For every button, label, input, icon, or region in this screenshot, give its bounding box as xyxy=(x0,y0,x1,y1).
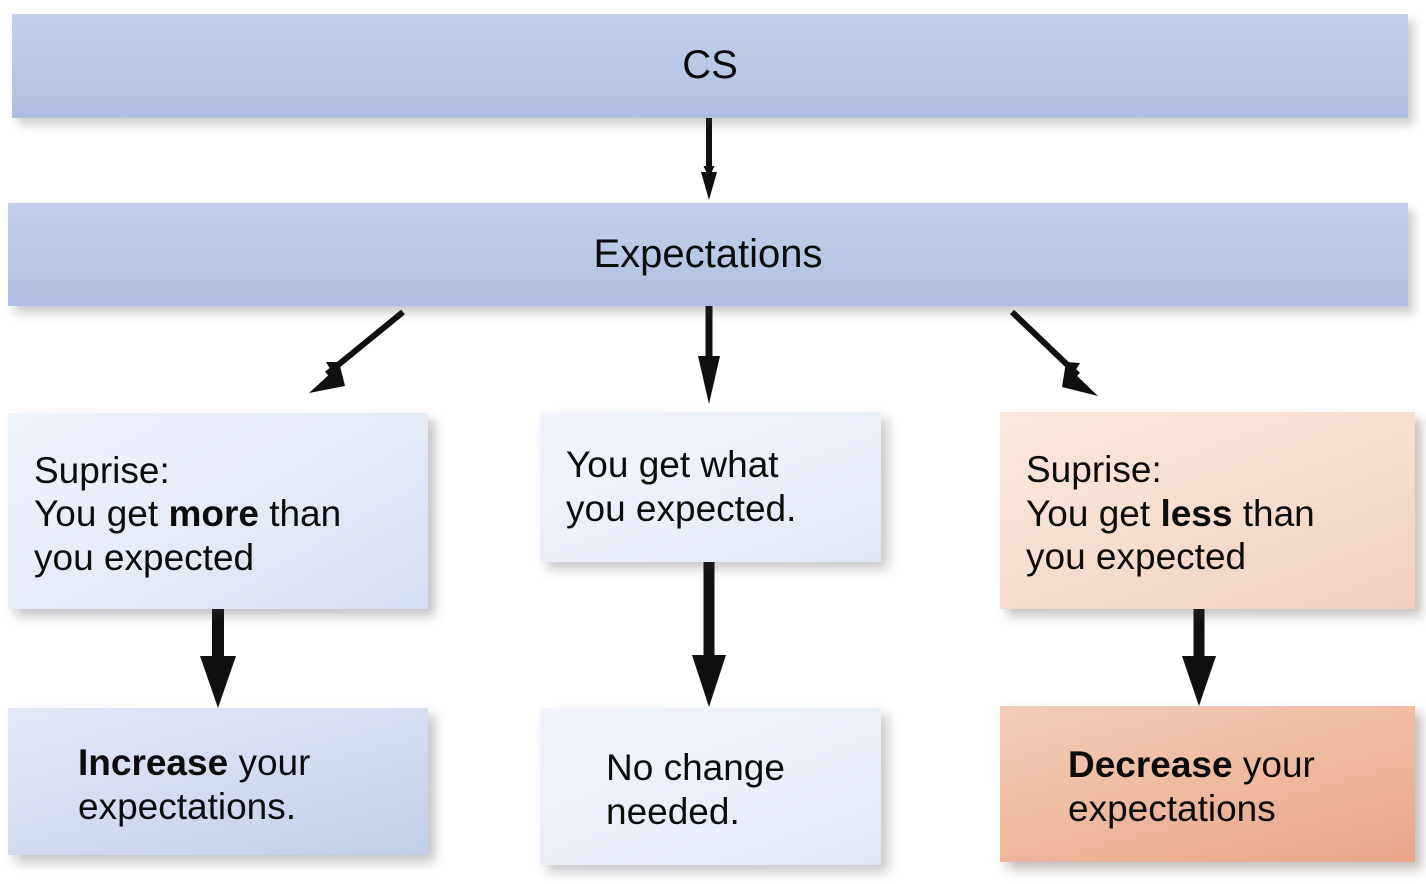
node-surprise-more: Suprise: You get more than you expected xyxy=(8,413,428,609)
arrow-expectations-to-surprise-more xyxy=(309,309,405,393)
surprise-less-line2-pre: You get xyxy=(1026,492,1161,534)
node-cs: CS xyxy=(12,14,1408,118)
node-no-change-line1: No change xyxy=(606,746,785,788)
node-as-expected: You get what you expected. xyxy=(540,412,881,562)
node-surprise-more-line3: you expected xyxy=(34,536,255,578)
node-cs-label: CS xyxy=(682,43,738,88)
arrow-expectations-to-as-expected xyxy=(698,306,720,404)
increase-line1-post: your xyxy=(228,741,311,783)
node-surprise-more-line1: Suprise: xyxy=(34,449,170,491)
node-surprise-more-line2: You get more than xyxy=(34,492,404,536)
node-increase-line1: Increase your xyxy=(78,741,404,785)
surprise-less-line2-post: than xyxy=(1232,492,1315,534)
node-increase-line2: expectations. xyxy=(78,785,297,827)
node-surprise-less-line1: Suprise: xyxy=(1026,449,1162,491)
node-as-expected-line1: You get what xyxy=(566,444,779,486)
arrow-surprise-more-to-increase xyxy=(200,608,236,708)
arrow-as-expected-to-no-change xyxy=(692,562,726,707)
surprise-less-emphasis: less xyxy=(1160,492,1233,534)
decrease-line1-post: your xyxy=(1232,744,1315,786)
surprise-more-line2-pre: You get xyxy=(34,493,169,535)
node-decrease-line2: expectations xyxy=(1068,788,1276,829)
surprise-more-line2-post: than xyxy=(258,493,342,535)
arrow-cs-to-expectations xyxy=(701,118,717,200)
node-no-change-line2: needed. xyxy=(606,790,740,832)
node-no-change: No change needed. xyxy=(540,708,881,865)
arrow-surprise-less-to-decrease xyxy=(1182,608,1216,706)
node-decrease: Decrease your expectations xyxy=(1000,706,1415,862)
node-increase: Increase your expectations. xyxy=(8,708,428,855)
node-decrease-line1: Decrease your xyxy=(1068,743,1391,787)
node-expectations: Expectations xyxy=(8,203,1408,306)
node-surprise-less-line3: you expected xyxy=(1026,536,1247,578)
surprise-more-emphasis: more xyxy=(168,493,259,535)
node-surprise-less: Suprise: You get less than you expected xyxy=(1000,412,1415,609)
node-expectations-label: Expectations xyxy=(593,231,823,276)
decrease-emphasis: Decrease xyxy=(1068,744,1233,786)
node-as-expected-line2: you expected. xyxy=(566,488,797,529)
arrow-expectations-to-surprise-less xyxy=(1009,309,1098,396)
increase-emphasis: Increase xyxy=(78,741,229,783)
node-surprise-less-line2: You get less than xyxy=(1026,492,1391,536)
